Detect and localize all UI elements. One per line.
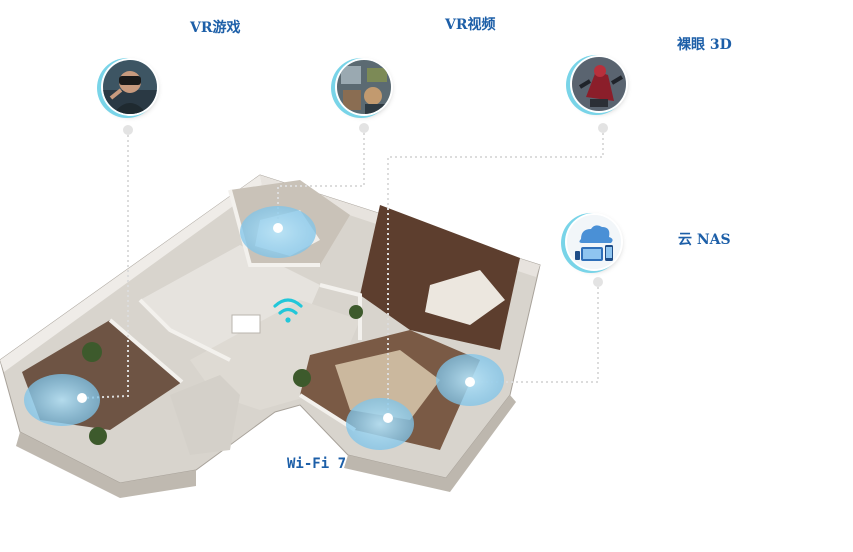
cloud-storage-devices-icon (567, 215, 621, 269)
label-vr-game: VR游戏 (190, 20, 241, 36)
label-cloud-nas: 云 NAS (678, 232, 731, 248)
wifi-icon (273, 298, 303, 323)
vr-video-scene-icon (337, 60, 391, 114)
label-vr-video: VR视频 (445, 17, 496, 33)
vr-headset-person-icon (103, 60, 157, 114)
label-wifi: Wi-Fi 7 (287, 456, 347, 472)
label-naked-eye-3d: 裸眼 3D (677, 37, 732, 53)
feature-endpoint-dots (123, 123, 608, 287)
access-point-dots (77, 223, 475, 423)
3d-character-icon (572, 57, 626, 111)
